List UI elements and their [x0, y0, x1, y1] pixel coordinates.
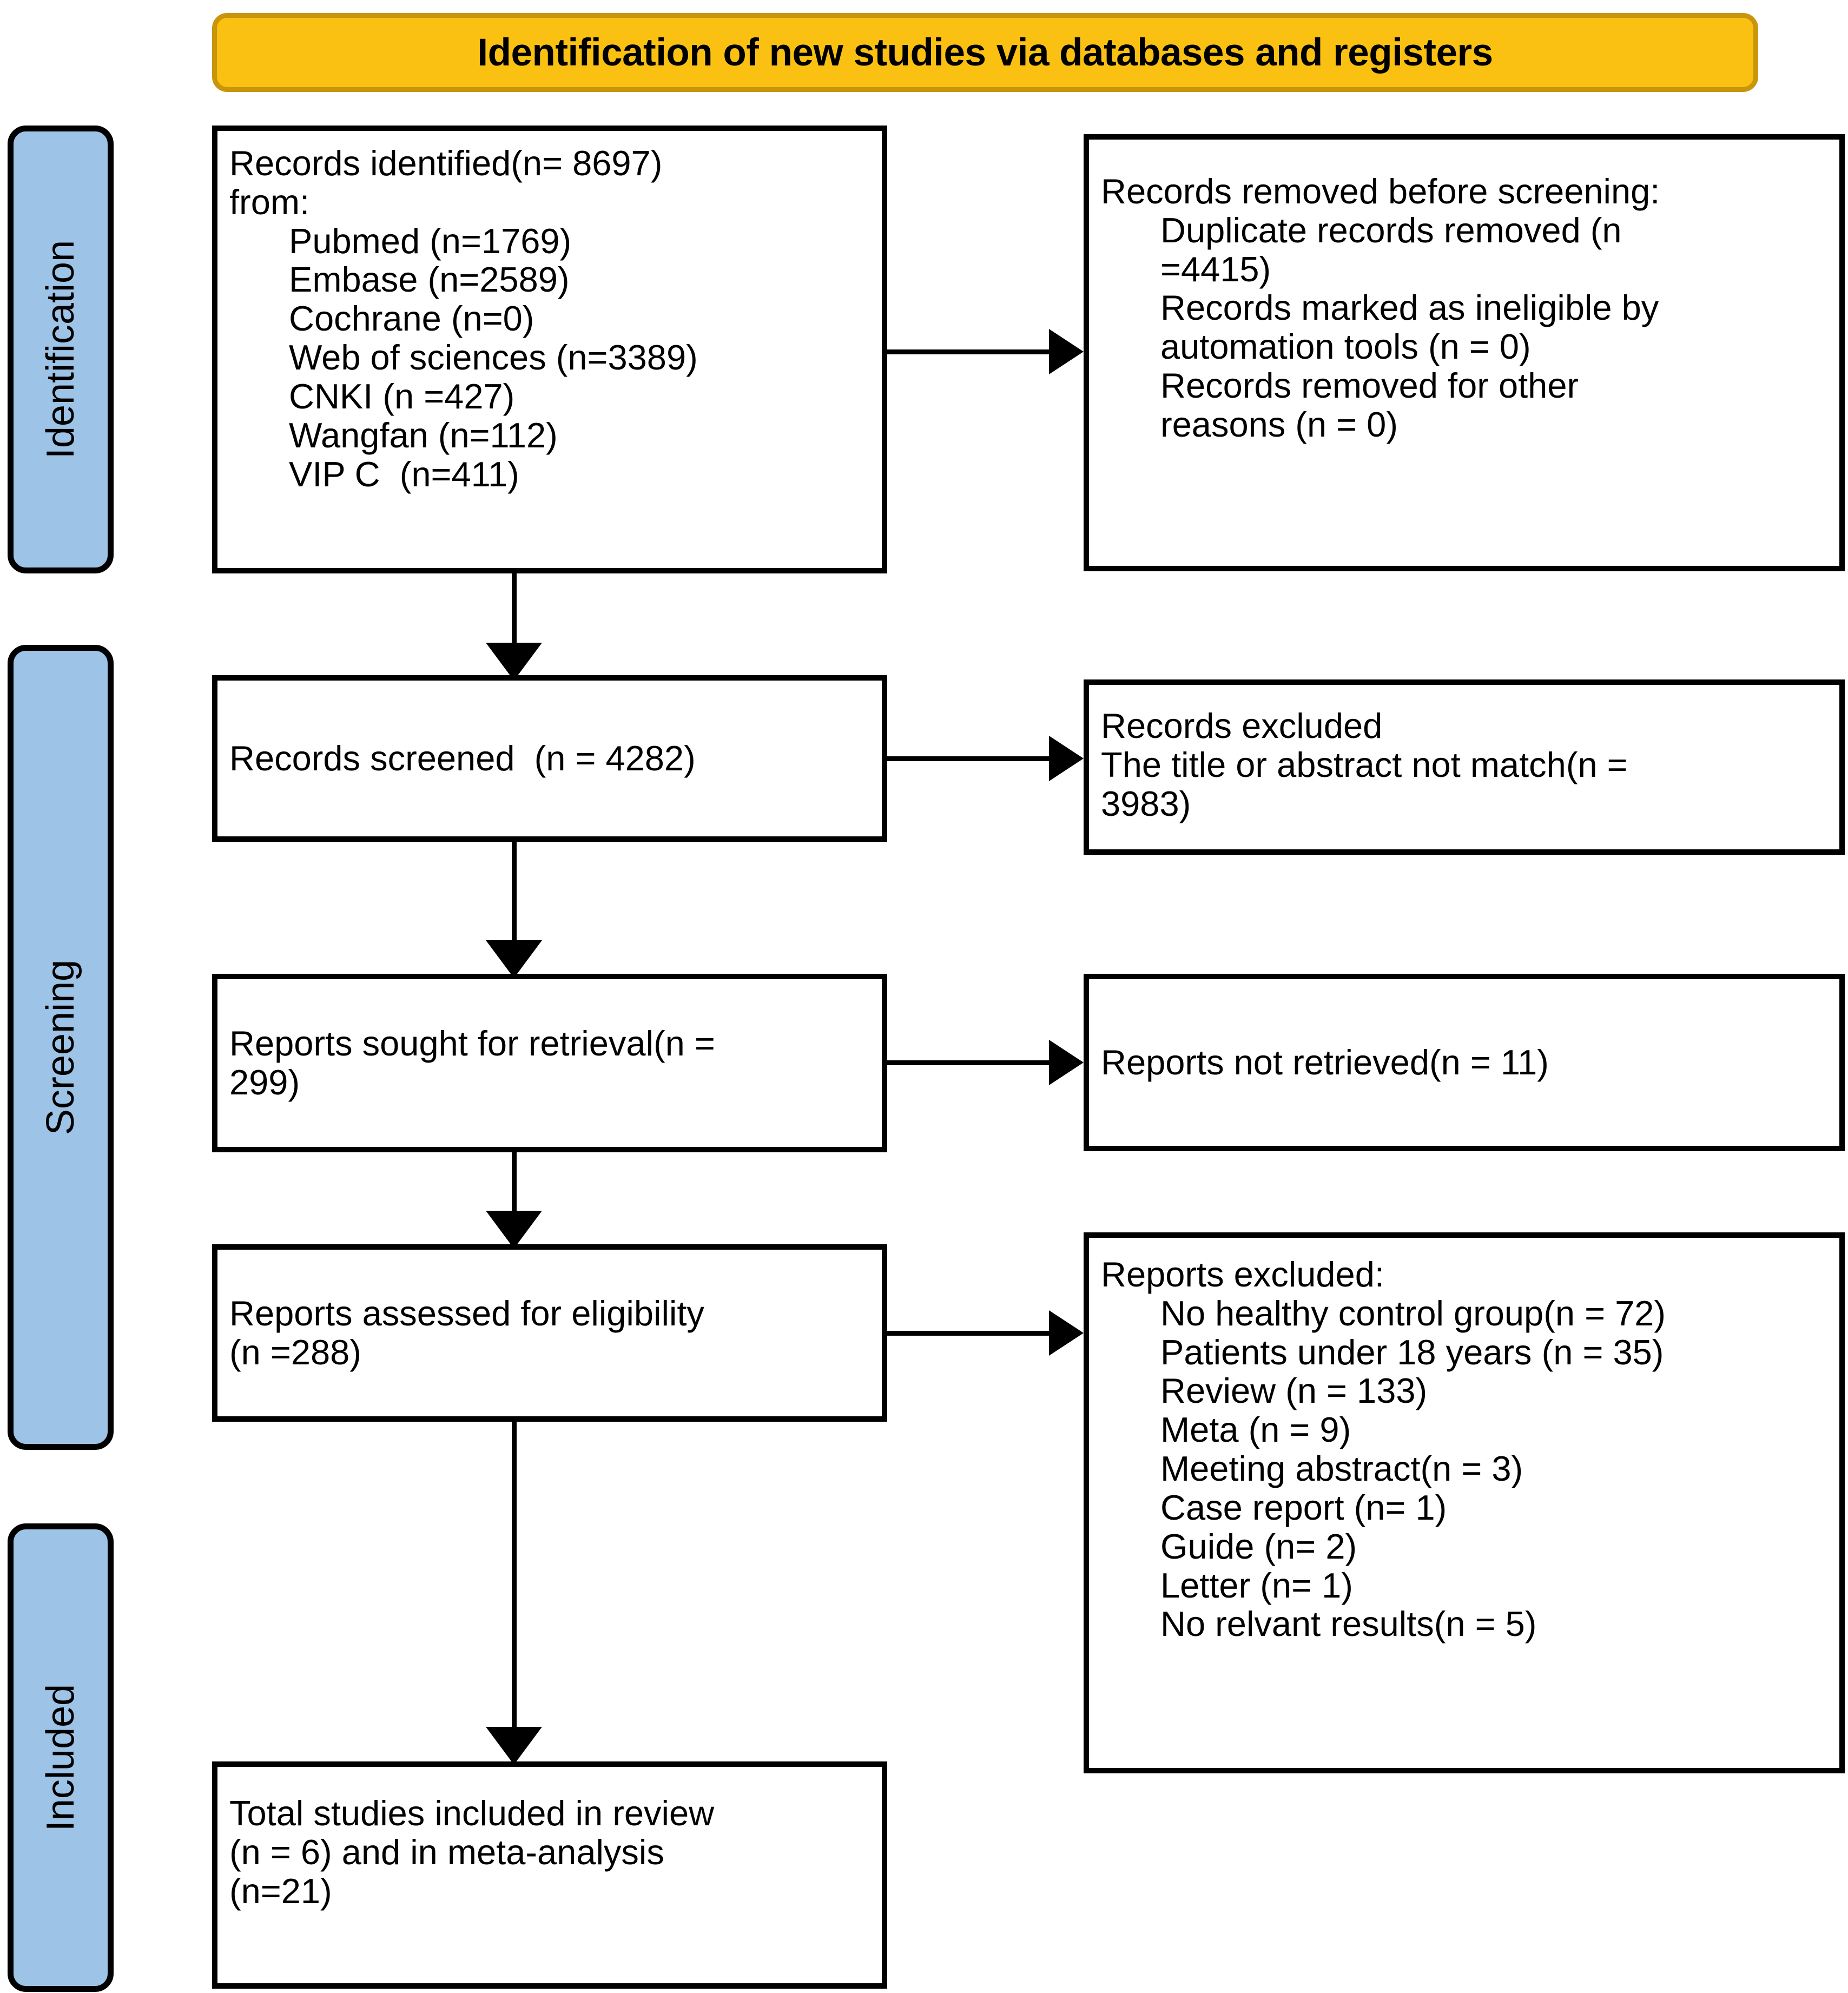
connector-screened-to-excluded [887, 756, 1050, 761]
total-included-line-2: (n=21) [229, 1871, 332, 1911]
records-identified-line-1: from: [229, 182, 310, 222]
records-removed-line-4: automation tools (n = 0) [1160, 327, 1531, 367]
box-reports-assessed-for-eligibility: Reports assessed for eligibility (n =288… [212, 1244, 887, 1422]
arrowhead-assessed-to-reports-excluded [1049, 1310, 1084, 1356]
records-identified-line-0: Records identified(n= 8697) [229, 143, 663, 183]
stage-band-screening: Screening [8, 645, 114, 1450]
arrowhead-sought-to-not-retrieved [1049, 1040, 1084, 1085]
records-identified-line-4: Cochrane (n=0) [289, 299, 534, 339]
box-records-screened: Records screened (n = 4282) [212, 675, 887, 842]
arrowhead-sought-to-assessed [486, 1211, 542, 1249]
box-records-excluded: Records excluded The title or abstract n… [1084, 679, 1845, 855]
reports-sought-line-0: Reports sought for retrieval(n = [229, 1024, 715, 1064]
total-included-line-1: (n = 6) and in meta-analysis [229, 1832, 664, 1872]
reports-excluded-line-2: Patients under 18 years (n = 35) [1160, 1332, 1664, 1372]
reports-excluded-line-1: No healthy control group(n = 72) [1160, 1293, 1666, 1333]
reports-excluded-line-5: Meeting abstract(n = 3) [1160, 1449, 1523, 1489]
arrowhead-assessed-to-total-included [486, 1727, 542, 1765]
records-excluded-line-2: 3983) [1101, 783, 1191, 823]
connector-sought-to-assessed [512, 1152, 517, 1228]
records-removed-line-1: Duplicate records removed (n [1160, 210, 1622, 250]
connector-sought-to-not-retrieved [887, 1060, 1050, 1065]
records-excluded-line-1: The title or abstract not match(n = [1101, 744, 1628, 784]
records-removed-line-0: Records removed before screening: [1101, 171, 1660, 211]
arrowhead-screened-to-sought [486, 940, 542, 978]
reports-sought-line-1: 299) [229, 1063, 300, 1102]
connector-assessed-to-total-included [512, 1422, 517, 1734]
box-records-identified: Records identified(n= 8697) from: Pubmed… [212, 126, 887, 573]
records-screened-line-0: Records screened (n = 4282) [229, 738, 696, 778]
records-removed-line-2: =4415) [1160, 249, 1271, 289]
records-identified-line-6: CNKI (n =427) [289, 376, 515, 416]
stage-band-identification: Identification [8, 126, 114, 573]
banner-identification-header: Identification of new studies via databa… [212, 13, 1758, 92]
arrowhead-identified-to-screened [486, 643, 542, 681]
reports-assessed-line-0: Reports assessed for eligibility [229, 1294, 704, 1334]
connector-identified-to-screened [512, 573, 517, 649]
connector-assessed-to-reports-excluded [887, 1331, 1050, 1336]
box-total-studies-included: Total studies included in review (n = 6)… [212, 1761, 887, 1989]
arrowhead-screened-to-excluded [1049, 736, 1084, 781]
records-identified-line-7: Wangfan (n=112) [289, 415, 558, 455]
box-reports-not-retrieved: Reports not retrieved(n = 11) [1084, 974, 1845, 1151]
total-included-line-0: Total studies included in review [229, 1793, 715, 1833]
stage-label-included: Included [39, 1684, 82, 1832]
records-identified-line-5: Web of sciences (n=3389) [289, 338, 698, 378]
reports-excluded-line-7: Guide (n= 2) [1160, 1526, 1357, 1566]
records-identified-line-8: VIP C (n=411) [289, 454, 519, 494]
records-removed-line-3: Records marked as ineligible by [1160, 288, 1659, 328]
box-reports-excluded: Reports excluded: No healthy control gro… [1084, 1232, 1845, 1773]
box-reports-sought-for-retrieval: Reports sought for retrieval(n = 299) [212, 974, 887, 1152]
reports-excluded-line-9: No relvant results(n = 5) [1160, 1604, 1537, 1644]
records-excluded-line-0: Records excluded [1101, 706, 1383, 745]
records-removed-line-5: Records removed for other [1160, 366, 1579, 406]
stage-label-screening: Screening [39, 959, 82, 1136]
reports-excluded-line-3: Review (n = 133) [1160, 1371, 1428, 1411]
reports-not-retrieved-line-0: Reports not retrieved(n = 11) [1101, 1042, 1549, 1083]
banner-title: Identification of new studies via databa… [477, 31, 1493, 74]
stage-label-identification: Identification [39, 240, 83, 459]
records-removed-line-6: reasons (n = 0) [1160, 404, 1398, 444]
reports-excluded-line-6: Case report (n= 1) [1160, 1487, 1447, 1527]
connector-identified-to-removed [887, 349, 1050, 354]
arrowhead-identified-to-removed [1049, 329, 1084, 374]
box-records-removed-before-screening: Records removed before screening: Duplic… [1084, 134, 1845, 571]
reports-excluded-line-0: Reports excluded: [1101, 1255, 1384, 1294]
records-identified-line-2: Pubmed (n=1769) [289, 221, 572, 261]
reports-excluded-line-8: Letter (n= 1) [1160, 1565, 1353, 1605]
connector-screened-to-sought [512, 842, 517, 945]
stage-band-included: Included [8, 1523, 114, 1992]
reports-excluded-line-4: Meta (n = 9) [1160, 1410, 1351, 1450]
reports-assessed-line-1: (n =288) [229, 1332, 361, 1372]
records-identified-line-3: Embase (n=2589) [289, 260, 570, 300]
